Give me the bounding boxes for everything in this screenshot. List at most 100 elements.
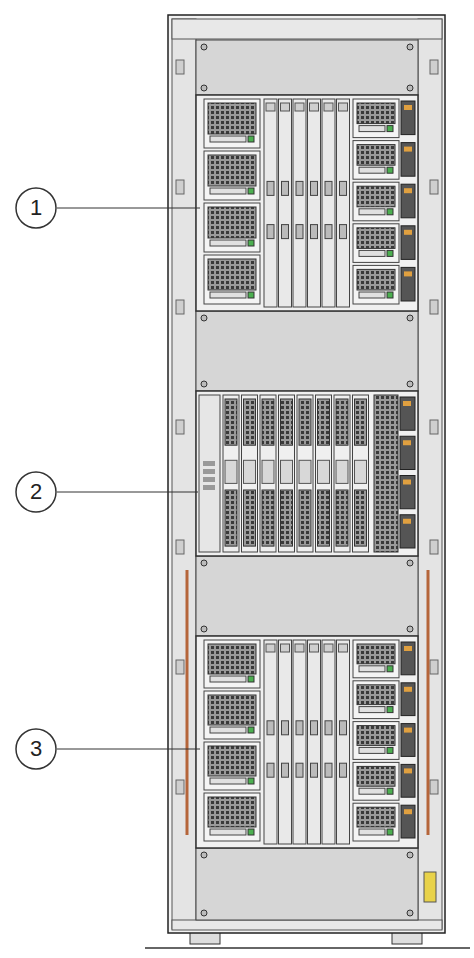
blade-vent [318, 399, 330, 445]
post-bracket [430, 780, 438, 794]
screw [407, 560, 413, 566]
post-bracket [430, 540, 438, 554]
power-module [401, 101, 415, 135]
card-tab [310, 644, 319, 652]
card-tab [295, 644, 304, 652]
fan-module [204, 203, 260, 252]
fan-handle [210, 292, 246, 298]
fan-led [387, 126, 393, 132]
blade-vent [244, 490, 256, 546]
fan-module [353, 803, 399, 841]
power-module [400, 515, 415, 548]
chassis [196, 636, 418, 848]
blade-vent [318, 490, 330, 546]
fan-grill [208, 797, 256, 827]
blade [316, 395, 332, 552]
post-bracket [176, 660, 184, 674]
fan-grill [208, 644, 256, 674]
card-latch [267, 225, 274, 239]
fan-grill [357, 807, 395, 827]
fan-module [353, 640, 399, 678]
fan-module [204, 793, 260, 841]
post-bracket [176, 180, 184, 194]
card-latch [282, 721, 289, 735]
fan-handle [359, 747, 385, 753]
fan-handle [359, 707, 385, 713]
fan-handle [359, 126, 385, 132]
screw [407, 315, 413, 321]
power-led [403, 519, 411, 524]
power-led [404, 188, 412, 193]
screw [201, 560, 207, 566]
post-bracket [176, 780, 184, 794]
fan-handle [210, 188, 246, 194]
power-led [404, 230, 412, 235]
blade-vent [336, 490, 348, 546]
post-bracket [430, 300, 438, 314]
blade-handle [281, 460, 293, 483]
card-tab [324, 644, 333, 652]
screw [201, 910, 207, 916]
screw [407, 852, 413, 858]
card-latch [325, 763, 332, 777]
blade-handle [336, 460, 348, 483]
fan-module [353, 182, 399, 221]
fan-module [204, 151, 260, 200]
blade-handle [299, 460, 311, 483]
power-led [404, 271, 412, 276]
card-latch [282, 225, 289, 239]
power-module [401, 764, 415, 797]
blade [297, 395, 313, 552]
card-latch [325, 225, 332, 239]
fan-grill [208, 103, 256, 134]
io-card [264, 640, 277, 844]
post-bracket [430, 60, 438, 74]
card-tab [310, 103, 319, 111]
card-latch [311, 763, 318, 777]
fan-led [387, 666, 393, 672]
fan-module [204, 255, 260, 304]
callout-circle [16, 188, 56, 228]
blade [223, 395, 239, 552]
power-led [404, 768, 412, 773]
card-latch [267, 721, 274, 735]
post-bracket [176, 60, 184, 74]
fan-module [353, 224, 399, 263]
fan-grill [357, 685, 395, 705]
fan-led [387, 747, 393, 753]
blade-handle [355, 460, 367, 483]
post-bracket [176, 420, 184, 434]
fan-handle [210, 240, 246, 246]
callout-number: 3 [16, 729, 56, 769]
leader-line [57, 208, 200, 209]
post-bracket [430, 420, 438, 434]
rack-drawing [16, 15, 470, 948]
post-bracket [430, 660, 438, 674]
fan-led [248, 188, 254, 194]
card-latch [325, 181, 332, 195]
card-tab [281, 103, 290, 111]
callout-circle [16, 472, 56, 512]
blade-vent [244, 399, 256, 445]
fan-module [353, 762, 399, 800]
fan-grill [357, 186, 395, 207]
card-latch [267, 181, 274, 195]
fan-handle [359, 829, 385, 835]
fan-grill [357, 269, 395, 290]
blade-vent [336, 399, 348, 445]
power-module [401, 184, 415, 218]
power-led [404, 646, 412, 651]
fan-led [248, 136, 254, 142]
fan-grill [208, 695, 256, 725]
callout-circle [16, 729, 56, 769]
power-led [403, 401, 411, 406]
fan-module [204, 742, 260, 790]
card-latch [340, 721, 347, 735]
chassis-vent [374, 395, 398, 552]
cable [427, 570, 430, 835]
blade-vent [281, 399, 293, 445]
fan-module [353, 265, 399, 304]
fan-grill [208, 207, 256, 238]
card-latch [325, 721, 332, 735]
